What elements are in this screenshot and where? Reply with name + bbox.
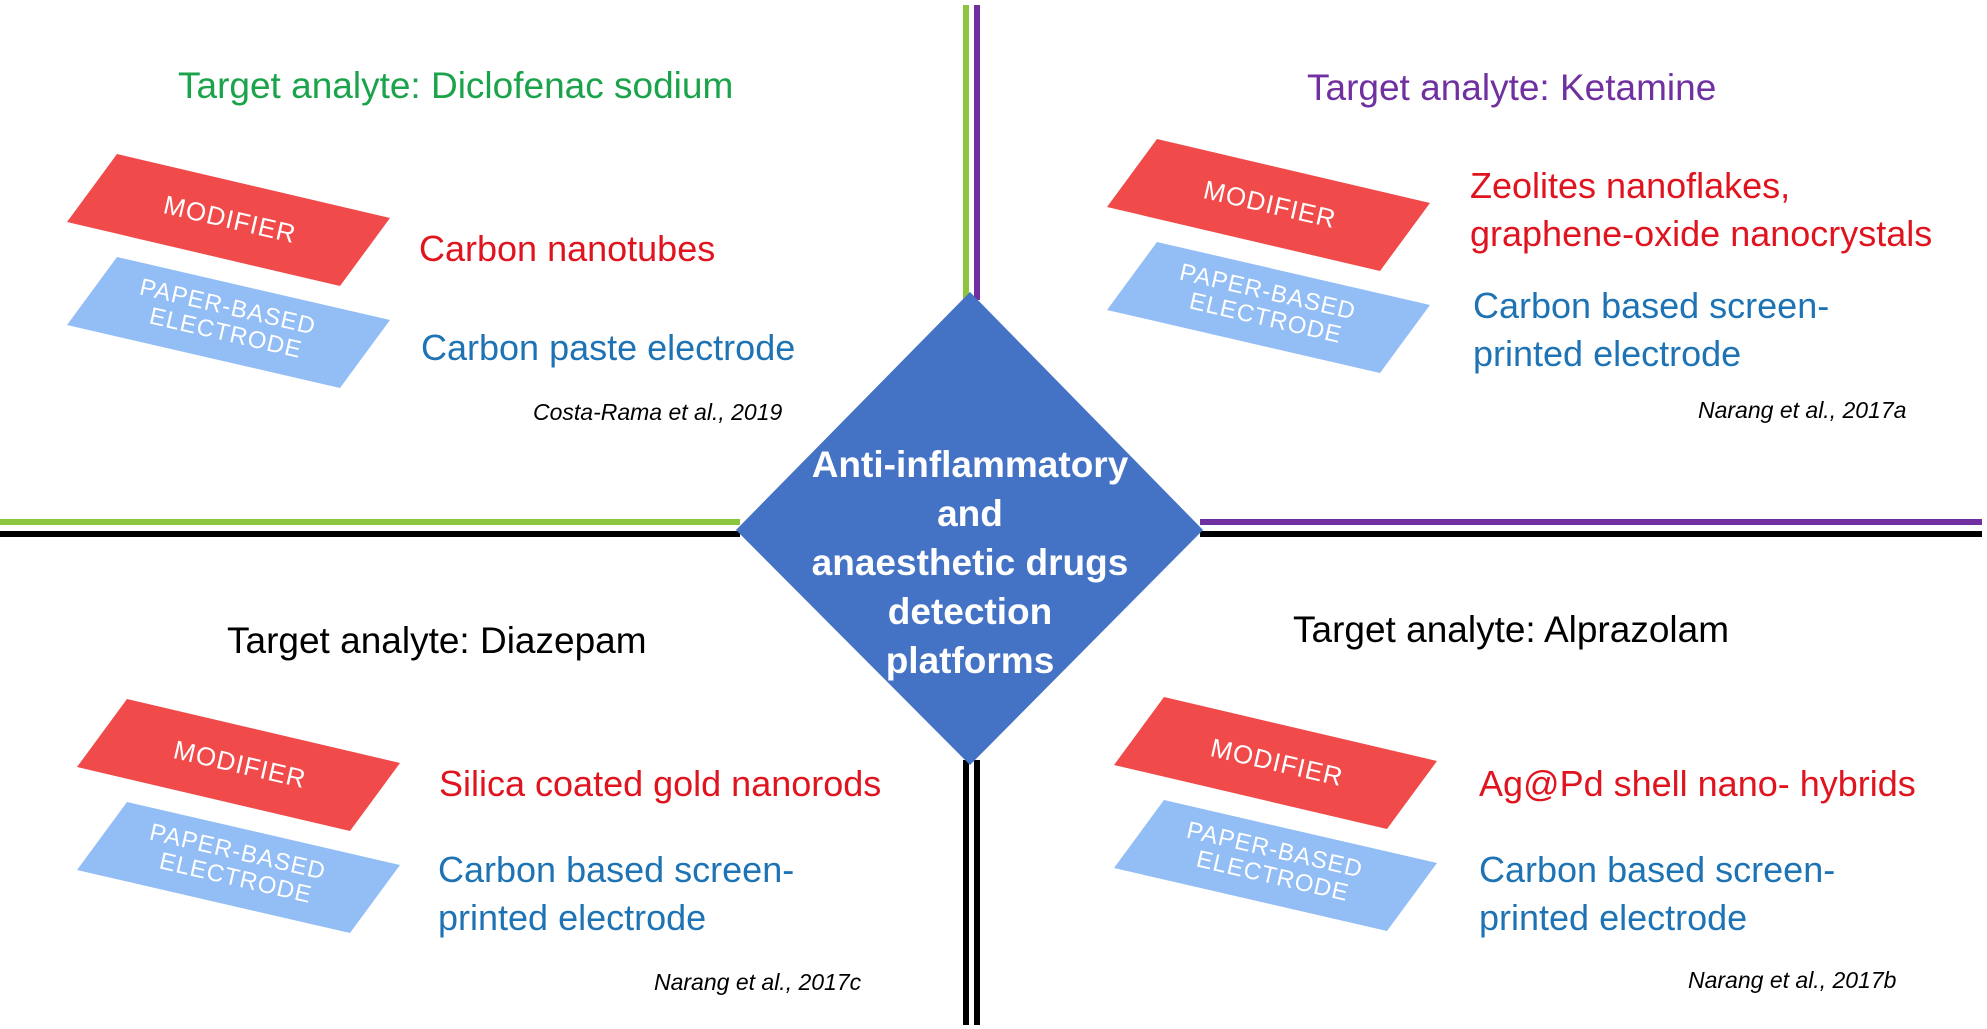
modifier-line: Zeolites nanoflakes,	[1470, 165, 1791, 206]
modifier-line: graphene-oxide nanocrystals	[1470, 213, 1933, 254]
layers-bottom-right: PAPER-BASED ELECTRODE MODIFIER	[1114, 697, 1437, 931]
paper-electrode-layer	[77, 802, 400, 933]
layers-bottom-left: PAPER-BASED ELECTRODE MODIFIER	[77, 699, 400, 933]
paper-electrode-layer	[1114, 800, 1437, 931]
center-title-line: anaesthetic drugs	[811, 542, 1129, 583]
electrode-line: Carbon based screen-	[438, 849, 795, 890]
modifier-layer	[77, 699, 400, 831]
analyte-diazepam: Target analyte: Diazepam	[227, 620, 647, 661]
center-title-line: detection	[887, 591, 1053, 632]
center-title: Anti-inflammatory and anaesthetic drugs …	[800, 440, 1140, 685]
center-title-line: and	[937, 493, 1003, 534]
center-diamond	[736, 292, 1203, 765]
paper-electrode-layer	[67, 257, 390, 388]
analyte-alprazolam: Target analyte: Alprazolam	[1293, 609, 1730, 650]
center-title-line: platforms	[885, 640, 1055, 681]
electrode-line: Carbon based screen-	[1479, 849, 1836, 890]
modifier-layer	[1107, 139, 1430, 271]
electrode-description: Carbon paste electrode	[421, 327, 796, 368]
electrode-description: Carbon based screen- printed electrode	[438, 846, 794, 942]
paper-electrode-layer	[1107, 242, 1430, 373]
modifier-description: Carbon nanotubes	[419, 228, 716, 269]
electrode-line: printed electrode	[1479, 897, 1748, 938]
layers-top-right: PAPER-BASED ELECTRODE MODIFIER	[1107, 139, 1430, 373]
citation: Narang et al., 2017b	[1688, 967, 1897, 993]
analyte-diclofenac: Target analyte: Diclofenac sodium	[178, 65, 734, 106]
modifier-description: Ag@Pd shell nano- hybrids	[1479, 763, 1916, 804]
electrode-description: Carbon based screen- printed electrode	[1473, 282, 1829, 378]
citation: Narang et al., 2017a	[1698, 397, 1907, 423]
analyte-ketamine: Target analyte: Ketamine	[1307, 67, 1717, 108]
modifier-description: Zeolites nanoflakes, graphene-oxide nano…	[1470, 162, 1932, 258]
quadrant-dividers	[0, 5, 1982, 1025]
electrode-line: printed electrode	[438, 897, 707, 938]
center-title-line: Anti-inflammatory	[811, 444, 1129, 485]
modifier-layer	[1114, 697, 1437, 829]
layers-top-left: PAPER-BASED ELECTRODE MODIFIER	[67, 154, 390, 388]
citation: Narang et al., 2017c	[654, 969, 862, 995]
electrode-line: Carbon based screen-	[1473, 285, 1830, 326]
electrode-description: Carbon based screen- printed electrode	[1479, 846, 1835, 942]
electrode-line: printed electrode	[1473, 333, 1742, 374]
modifier-description: Silica coated gold nanorods	[439, 763, 882, 804]
citation: Costa-Rama et al., 2019	[533, 399, 783, 425]
modifier-layer	[67, 154, 390, 286]
